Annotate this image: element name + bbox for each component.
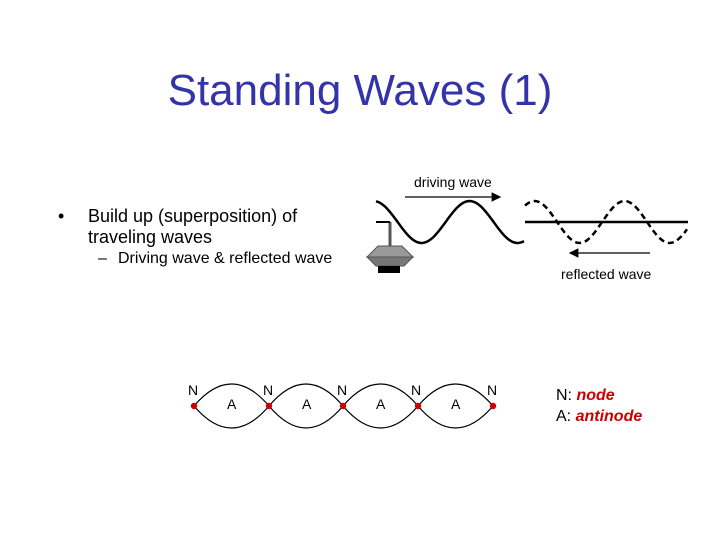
legend: N: node A: antinode [556, 385, 642, 427]
legend-node-term: node [576, 387, 615, 404]
node-label: N [337, 382, 348, 398]
standing-wave-loop [342, 405, 419, 429]
node-dot [339, 402, 347, 410]
legend-antinode-term: antinode [575, 408, 643, 425]
node-label: N [263, 382, 274, 398]
node-label: N [188, 382, 199, 398]
driving-wave-label: driving wave [414, 174, 492, 190]
standing-wave [190, 383, 497, 429]
driving-wave [375, 199, 525, 245]
node-dot [190, 402, 198, 410]
node-dot [489, 402, 497, 410]
node-dot [414, 402, 422, 410]
standing-wave-loop [193, 383, 270, 407]
antinode-label: A [227, 396, 237, 412]
standing-wave-loop [193, 405, 270, 429]
legend-antinode: A: antinode [556, 406, 642, 427]
standing-wave-loop [417, 383, 494, 407]
standing-wave-loop [342, 383, 419, 407]
bullet-sub-text: Driving wave & reflected wave [118, 250, 333, 267]
antinode-label: A [376, 396, 386, 412]
bullet-main-text: Build up (superposition) of traveling wa… [88, 206, 298, 247]
legend-antinode-key: A: [556, 408, 572, 425]
legend-node: N: node [556, 385, 642, 406]
standing-wave-loop [268, 405, 344, 429]
slide-title: Standing Waves (1) [167, 66, 553, 115]
antinode-label: A [451, 396, 461, 412]
standing-wave-loop [268, 383, 344, 407]
bullet-dot: • [58, 206, 65, 226]
legend-node-key: N: [556, 387, 572, 404]
antinode-label: A [302, 396, 312, 412]
standing-wave-loop [417, 405, 494, 429]
node-label: N [487, 382, 498, 398]
node-dot [265, 402, 273, 410]
speaker-icon [365, 221, 415, 273]
bullet-dash: – [98, 250, 107, 267]
node-label: N [411, 382, 422, 398]
reflected-wave-label: reflected wave [561, 266, 652, 282]
reflected-wave [524, 199, 689, 245]
